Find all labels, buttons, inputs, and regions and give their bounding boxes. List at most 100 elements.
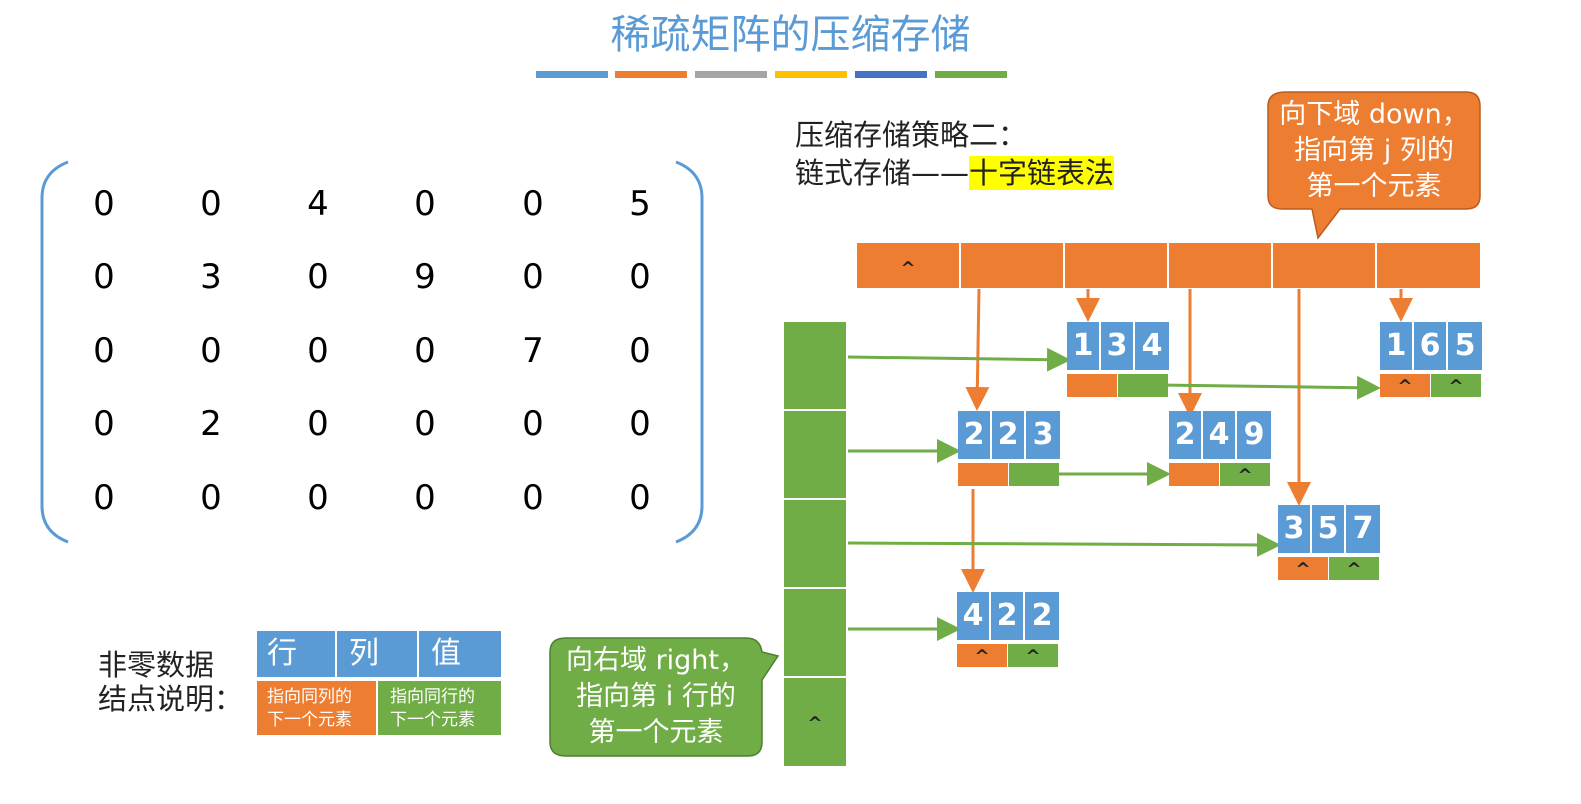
matrix-cell: 0 <box>307 257 329 297</box>
matrix-cell: 0 <box>200 478 222 518</box>
node-col-value: 2 <box>992 411 1026 459</box>
matrix-cell: 0 <box>629 404 651 444</box>
node-value: 3 <box>1026 411 1060 459</box>
callout-right-line3: 第一个元素 <box>588 717 724 748</box>
column-head-3 <box>1065 243 1169 288</box>
node-col-value: 4 <box>1203 411 1237 459</box>
node-right-field: ^ <box>1008 644 1058 667</box>
row-head-3 <box>784 500 846 589</box>
matrix-cell: 3 <box>200 257 222 297</box>
callout-right-bubble <box>549 637 780 757</box>
legend-label-line2: 结点说明： <box>98 682 244 716</box>
callout-down-text: 向下域 down， 指向第 j 列的 第一个元素 <box>1268 97 1480 205</box>
column-head-6 <box>1377 243 1480 288</box>
node-row-value: 3 <box>1278 505 1312 553</box>
callout-right-line2: 指向第 i 行的 <box>576 681 736 712</box>
matrix-cell: 0 <box>414 331 436 371</box>
matrix-cell: 0 <box>93 478 115 518</box>
matrix-cell: 0 <box>307 478 329 518</box>
legend-right-desc-line1: 指向同行的 <box>390 687 475 707</box>
row-head-1 <box>784 322 846 411</box>
node-right-field <box>1009 463 1059 486</box>
legend-header-val: 值 <box>419 631 501 677</box>
color-bar-blue <box>536 71 608 78</box>
node-right-field: ^ <box>1329 557 1379 580</box>
matrix-cell: 0 <box>522 184 544 224</box>
callout-down-line3: 第一个元素 <box>1306 171 1442 202</box>
node-value: 5 <box>1448 322 1482 370</box>
column-head-4 <box>1169 243 1273 288</box>
row-head-4 <box>784 589 846 678</box>
node-right-field: ^ <box>1220 463 1270 486</box>
right-arrow-row1 <box>847 347 1071 372</box>
node-row-value: 2 <box>958 411 992 459</box>
matrix-cell: 0 <box>93 184 115 224</box>
matrix-cell: 5 <box>629 184 651 224</box>
node-col-value: 3 <box>1101 322 1135 370</box>
node-value: 7 <box>1346 505 1380 553</box>
color-bar-green <box>935 71 1007 78</box>
legend-down-desc-line1: 指向同列的 <box>267 687 352 707</box>
legend-right-desc-line2: 下一个元素 <box>390 710 475 730</box>
matrix-cell: 0 <box>522 404 544 444</box>
node-down-field: ^ <box>1278 557 1328 580</box>
matrix-brackets <box>40 160 704 544</box>
color-bar-orange <box>615 71 687 78</box>
matrix-cell: 0 <box>93 404 115 444</box>
strategy-text: 压缩存储策略二： 链式存储——十字链表法 <box>795 116 1115 192</box>
right-arrow-row3 <box>847 532 1281 557</box>
node-row-value: 1 <box>1380 322 1414 370</box>
matrix-cell: 0 <box>200 184 222 224</box>
column-head-5 <box>1273 243 1377 288</box>
legend-right-desc: 指向同行的 下一个元素 <box>378 681 501 735</box>
node-value: 4 <box>1135 322 1169 370</box>
matrix-cell: 0 <box>414 184 436 224</box>
node-down-field <box>958 463 1008 486</box>
matrix-cell: 9 <box>414 257 436 297</box>
callout-down-line2: 指向第 j 列的 <box>1294 135 1454 166</box>
node-value: 9 <box>1237 411 1271 459</box>
callout-down-line1: 向下域 down， <box>1279 99 1469 130</box>
strategy-line1: 压缩存储策略二： <box>795 118 1028 152</box>
matrix-cell: 0 <box>522 257 544 297</box>
matrix-cell: 0 <box>522 478 544 518</box>
legend-down-desc: 指向同列的 下一个元素 <box>257 681 378 735</box>
matrix-cell: 0 <box>93 331 115 371</box>
node-down-field <box>1067 374 1117 397</box>
node-col-value: 5 <box>1312 505 1346 553</box>
color-bar-darkblue <box>855 71 927 78</box>
node-row-value: 1 <box>1067 322 1101 370</box>
callout-down-bubble <box>1267 91 1481 240</box>
legend-header-row: 行 <box>257 631 337 677</box>
strategy-highlight: 十字链表法 <box>969 156 1115 190</box>
legend-header-col: 列 <box>337 631 419 677</box>
node-down-field <box>1169 463 1219 486</box>
node-value: 2 <box>1025 592 1059 640</box>
strategy-line2: 链式存储——十字链表法 <box>795 154 1115 192</box>
node-down-field: ^ <box>1380 374 1430 397</box>
legend-down-desc-line2: 下一个元素 <box>267 710 352 730</box>
matrix-cell: 0 <box>414 404 436 444</box>
row-head-2 <box>784 411 846 500</box>
node-down-field: ^ <box>957 644 1007 667</box>
color-bar-yellow <box>775 71 847 78</box>
color-bar-gray <box>695 71 767 78</box>
node-right-field <box>1118 374 1168 397</box>
matrix-cell: 0 <box>200 331 222 371</box>
node-row-value: 4 <box>957 592 991 640</box>
strategy-line2-prefix: 链式存储—— <box>795 156 970 190</box>
node-row-value: 2 <box>1169 411 1203 459</box>
node-col-value: 6 <box>1414 322 1448 370</box>
column-head-1: ^ <box>857 243 961 288</box>
column-head-2 <box>961 243 1065 288</box>
matrix-cell: 2 <box>200 404 222 444</box>
legend-label-line1: 非零数据 <box>98 648 215 682</box>
legend-label: 非零数据 结点说明： <box>98 648 243 716</box>
matrix-cell: 4 <box>307 184 329 224</box>
matrix-cell: 0 <box>629 478 651 518</box>
node-col-value: 2 <box>991 592 1025 640</box>
row-head-5: ^ <box>784 678 846 766</box>
down-arrow-col2 <box>965 288 990 411</box>
